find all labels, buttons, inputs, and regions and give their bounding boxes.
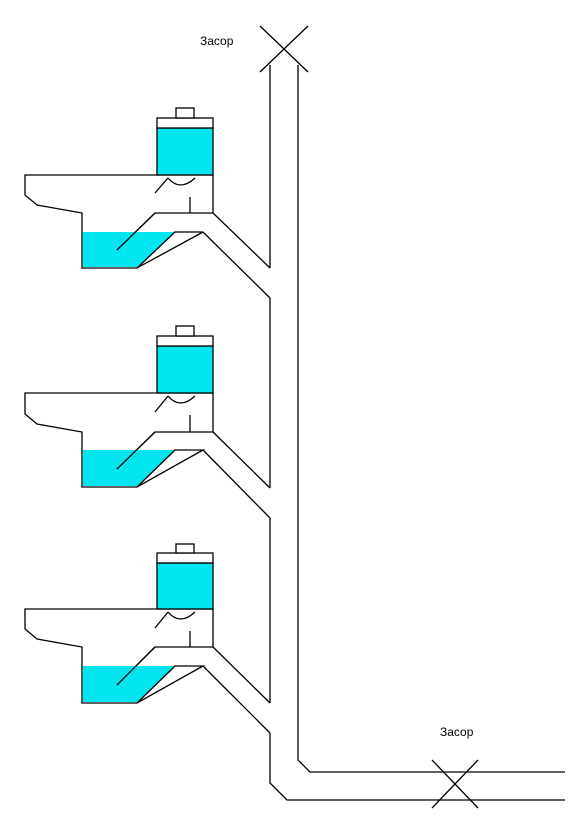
bowl-water [83, 450, 175, 486]
flush-button [175, 325, 195, 337]
toilet-2 [24, 325, 271, 519]
clog-marker-bottom [431, 759, 479, 809]
cistern [156, 345, 214, 394]
toilet-bowl [24, 392, 214, 488]
siphon [167, 611, 196, 620]
branch-pipe-upper [212, 212, 271, 269]
toilet-1 [24, 107, 271, 299]
branch-pipe-lower [202, 665, 271, 734]
clog-label-top: Засор [200, 34, 234, 48]
branch-pipe-lower [202, 449, 271, 519]
bowl-water [83, 232, 175, 267]
cistern [156, 562, 214, 610]
toilet-bowl [24, 608, 214, 704]
toilet-3 [24, 543, 271, 734]
flush-button [175, 543, 195, 554]
branch-pipe-upper [212, 431, 271, 489]
siphon [167, 395, 196, 404]
clog-marker-top [259, 25, 309, 73]
clog-label-bottom: Засор [440, 725, 474, 739]
cistern-lid [156, 552, 214, 564]
bowl-water [83, 666, 175, 702]
cistern-lid [156, 335, 214, 347]
cistern-lid [156, 117, 214, 129]
flush-button [175, 107, 195, 119]
branch-pipe-upper [212, 646, 271, 704]
branch-pipe-lower [202, 231, 271, 299]
siphon [167, 177, 196, 186]
sewer-pipe [269, 65, 565, 801]
toilet-bowl [24, 174, 214, 269]
cistern [156, 127, 214, 176]
